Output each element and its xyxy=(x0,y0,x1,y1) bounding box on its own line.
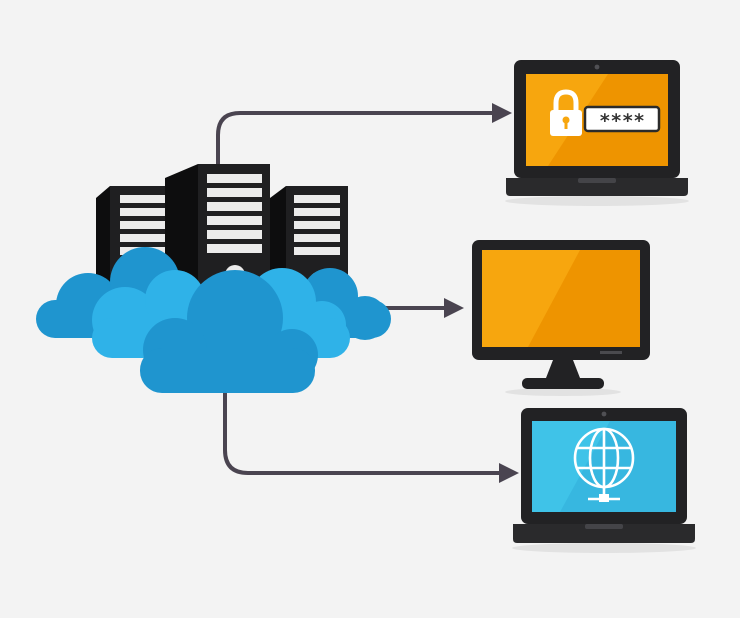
laptop-internet-base xyxy=(513,524,695,543)
webcam-icon xyxy=(594,64,600,70)
arrow-to-laptop-internet xyxy=(223,390,519,483)
laptop-login: **** xyxy=(505,60,689,206)
laptop-login-base xyxy=(506,178,688,196)
padlock-icon xyxy=(550,89,582,136)
cloud-icon xyxy=(36,247,391,393)
monitor-stand xyxy=(546,360,580,378)
password-field: **** xyxy=(583,105,661,133)
connection-arrows xyxy=(216,103,519,483)
monitor-base xyxy=(522,378,604,389)
webcam-icon xyxy=(601,411,607,417)
arrow-to-laptop-login xyxy=(216,103,512,165)
cloud-front xyxy=(140,270,318,393)
laptop-internet xyxy=(512,408,696,553)
desktop-monitor xyxy=(472,240,650,396)
password-mask: **** xyxy=(599,110,645,132)
